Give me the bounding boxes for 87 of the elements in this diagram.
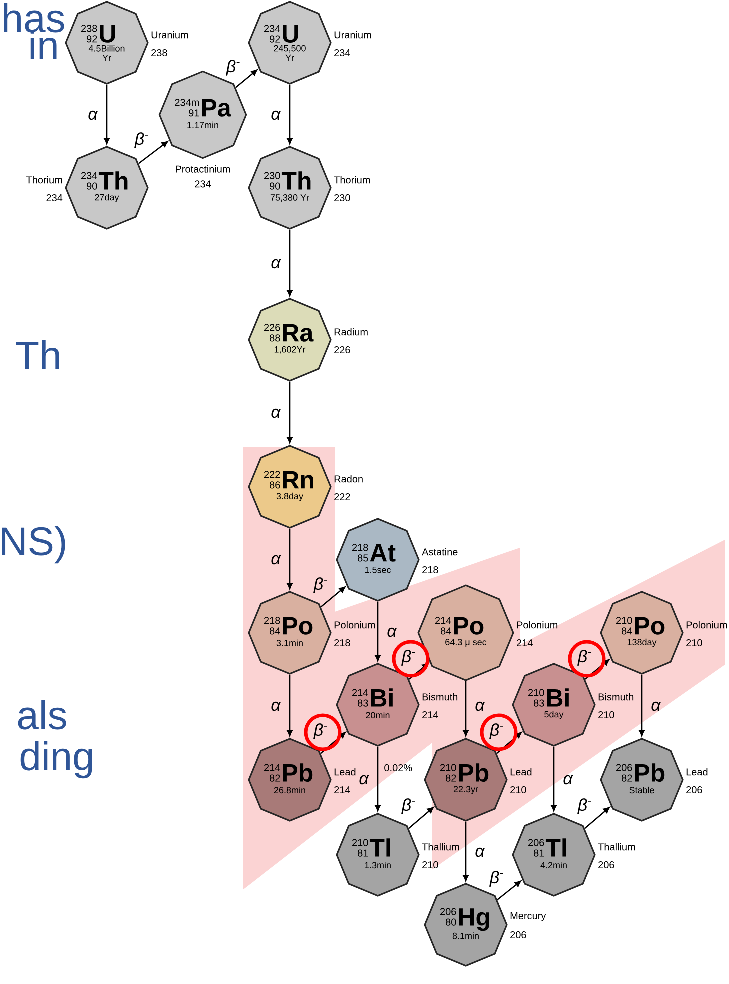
decay-label: β$^{-}$ bbox=[134, 132, 148, 148]
mass-number: 214 bbox=[517, 640, 533, 646]
slide-text: in bbox=[30, 30, 57, 60]
element-name: Protactinium bbox=[176, 166, 230, 173]
decay-arrow bbox=[287, 230, 293, 296]
decay-label: α bbox=[272, 408, 282, 418]
mass-number: 210 bbox=[686, 639, 702, 647]
element-name: Polonium bbox=[334, 621, 376, 629]
element-name: Radon bbox=[334, 475, 363, 483]
decay-label: α bbox=[360, 775, 370, 785]
decay-label: α bbox=[476, 702, 486, 712]
decay-label: α bbox=[272, 110, 282, 120]
slide-text: NS) bbox=[2, 526, 66, 564]
element-name: Lead bbox=[686, 768, 708, 776]
element-name: Bismuth bbox=[422, 693, 458, 701]
mass-number: 206 bbox=[510, 931, 526, 939]
mass-number: 210 bbox=[598, 711, 614, 719]
decay-label: β$^{-}$ bbox=[578, 798, 592, 814]
element-name: Thorium bbox=[334, 176, 370, 184]
decay-label: α bbox=[564, 775, 574, 785]
decay-label: α bbox=[272, 702, 282, 712]
decay-label: α bbox=[272, 259, 282, 269]
slide-text: has bbox=[4, 3, 64, 33]
mass-number: 230 bbox=[334, 194, 350, 202]
decay-label: α bbox=[476, 848, 486, 858]
decay-arrow bbox=[463, 822, 469, 882]
mass-number: 222 bbox=[334, 494, 350, 500]
mass-number: 218 bbox=[422, 566, 438, 574]
mass-number: 234 bbox=[334, 49, 350, 57]
decay-arrow bbox=[497, 880, 522, 900]
decay-arrow bbox=[496, 732, 522, 754]
element-name: Mercury bbox=[510, 912, 546, 922]
decay-arrow bbox=[408, 663, 429, 680]
mass-number: 206 bbox=[598, 861, 614, 869]
mass-number: 214 bbox=[422, 712, 438, 718]
element-name: Polonium bbox=[517, 621, 558, 629]
element-name: Polonium bbox=[686, 621, 728, 629]
slide-text: Th bbox=[16, 340, 60, 370]
element-name: Thorium bbox=[26, 176, 62, 184]
decay-arrow bbox=[287, 674, 293, 736]
element-name: Astatine bbox=[422, 548, 458, 556]
decay-label: β$^{-}$ bbox=[314, 578, 328, 594]
decay-arrow bbox=[320, 586, 346, 608]
decay-arrow bbox=[287, 382, 293, 444]
decay-arrow bbox=[138, 141, 168, 164]
decay-arrow bbox=[375, 602, 381, 662]
mass-number: 214 bbox=[334, 786, 350, 794]
decay-label: α bbox=[388, 628, 398, 638]
mass-number: 210 bbox=[422, 861, 438, 869]
mass-number: 218 bbox=[334, 639, 350, 647]
decay-label: α bbox=[652, 702, 662, 712]
slide-text: ding bbox=[20, 741, 92, 779]
mass-number: 234 bbox=[195, 180, 212, 188]
decay-arrow bbox=[375, 746, 381, 812]
decay-arrow bbox=[584, 807, 610, 830]
decay-arrow bbox=[236, 70, 258, 88]
element-name: Radium bbox=[334, 328, 368, 336]
element-name: Lead bbox=[334, 768, 356, 776]
decay-label: β$^{-}$ bbox=[578, 650, 592, 666]
decay-label: β$^{-}$ bbox=[402, 798, 416, 814]
mass-number: 238 bbox=[152, 49, 168, 57]
decay-label: β$^{-}$ bbox=[490, 724, 504, 740]
decay-arrow bbox=[408, 807, 434, 830]
decay-arrow bbox=[104, 84, 110, 144]
element-name: Uranium bbox=[334, 31, 372, 39]
decay-arrow bbox=[287, 84, 293, 144]
element-name: Thallium bbox=[422, 843, 460, 851]
decay-arrow bbox=[584, 659, 610, 680]
decay-label: β$^{-}$ bbox=[402, 650, 416, 666]
decay-arrow bbox=[463, 681, 469, 736]
decay-arrow bbox=[320, 732, 346, 754]
element-name: Thallium bbox=[598, 843, 636, 851]
decay-arrow bbox=[639, 674, 645, 736]
decay-label: β$^{-}$ bbox=[314, 724, 328, 740]
mass-number: 226 bbox=[334, 346, 350, 354]
element-name: Bismuth bbox=[598, 693, 634, 701]
element-name: Lead bbox=[510, 768, 532, 776]
decay-label: α bbox=[88, 110, 98, 120]
mass-number: 234 bbox=[46, 194, 63, 202]
decay-arrow bbox=[551, 746, 557, 812]
decay-label: α bbox=[272, 555, 282, 565]
decay-arrow bbox=[287, 528, 293, 590]
mass-number: 206 bbox=[686, 786, 702, 794]
branch-percentage: 0.02% bbox=[384, 764, 412, 772]
element-name: Uranium bbox=[152, 31, 188, 39]
mass-number: 210 bbox=[510, 786, 526, 794]
slide-text: als bbox=[18, 700, 66, 730]
